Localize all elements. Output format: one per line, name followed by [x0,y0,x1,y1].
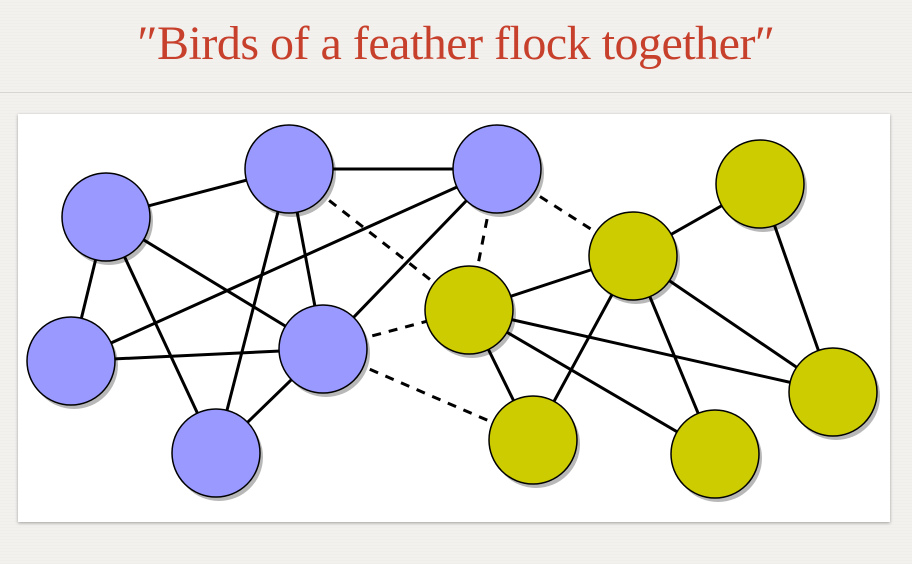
slide-title: ″Birds of a feather flock together″ [137,17,775,70]
node-a5 [278,304,370,397]
network-diagram [26,124,880,502]
node-a2 [244,124,336,217]
edge-b1-b6 [468,308,716,456]
node-circle-group_b [588,211,678,301]
node-circle-group_b [788,347,878,437]
node-a4 [26,316,118,409]
node-circle-group_a [452,124,542,214]
network-diagram-frame [18,114,890,522]
node-b5 [488,395,580,488]
edge-b1-b4 [468,308,834,394]
node-circle-group_b [488,395,578,485]
node-a1 [61,172,153,265]
node-circle-group_a [171,408,261,498]
node-b3 [715,139,807,232]
node-circle-group_b [715,139,805,229]
node-b6 [670,409,762,502]
nodes-layer [26,124,880,502]
edge-a2-a6 [214,168,291,454]
node-b1 [424,265,516,358]
node-circle-group_a [244,124,334,214]
node-circle-group_a [278,304,368,394]
title-divider [0,92,912,93]
node-a6 [171,408,263,501]
node-a3 [452,124,544,217]
node-b4 [788,347,880,440]
node-circle-group_a [61,172,151,262]
node-circle-group_b [670,409,760,499]
node-b2 [588,211,680,304]
edge-a3-a4 [70,167,498,363]
node-circle-group_b [424,265,514,355]
node-circle-group_a [26,316,116,406]
